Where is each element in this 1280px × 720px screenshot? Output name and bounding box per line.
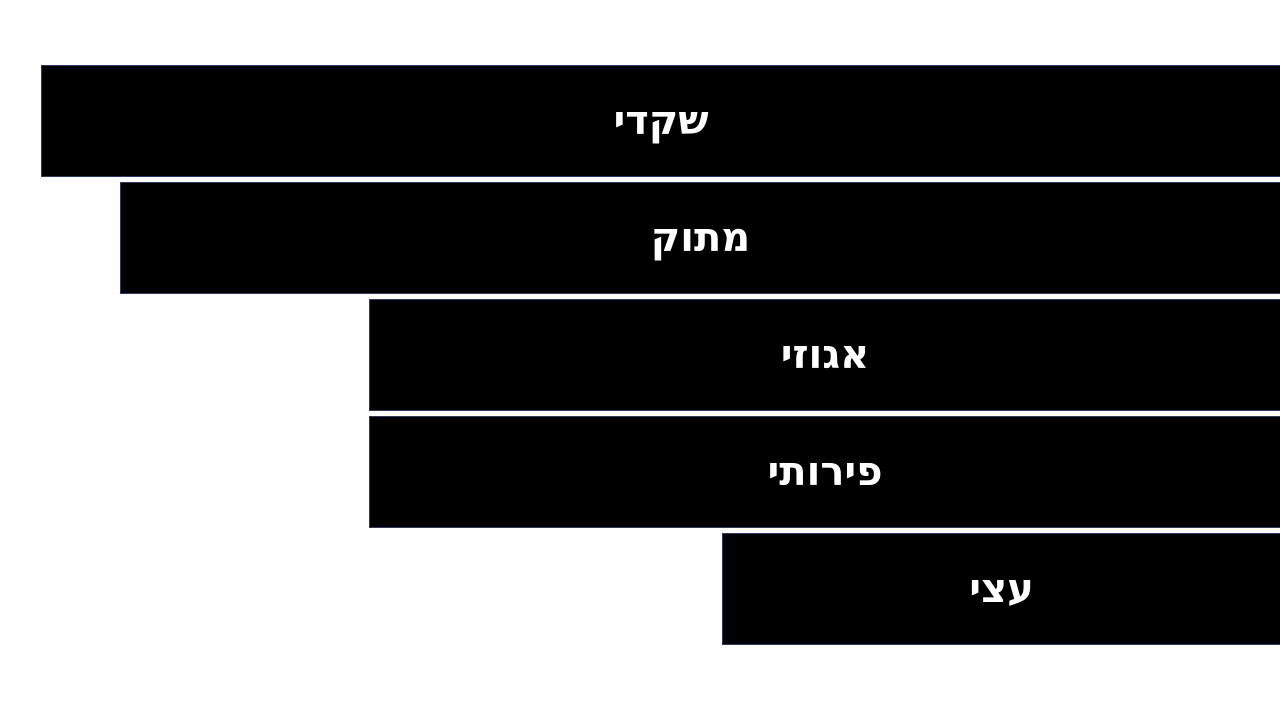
funnel-level-3: אגוזי: [369, 299, 1280, 411]
funnel-level-2: מתוק: [120, 182, 1280, 294]
funnel-level-5: עצי: [722, 533, 1280, 645]
level-label: שקדי: [613, 98, 709, 144]
funnel-level-1: שקדי: [41, 65, 1280, 177]
funnel-level-4: פירותי: [369, 416, 1280, 528]
level-label: עצי: [969, 566, 1034, 612]
level-label: אגוזי: [780, 332, 870, 378]
level-label: פירותי: [767, 449, 883, 495]
level-label: מתוק: [650, 215, 751, 261]
